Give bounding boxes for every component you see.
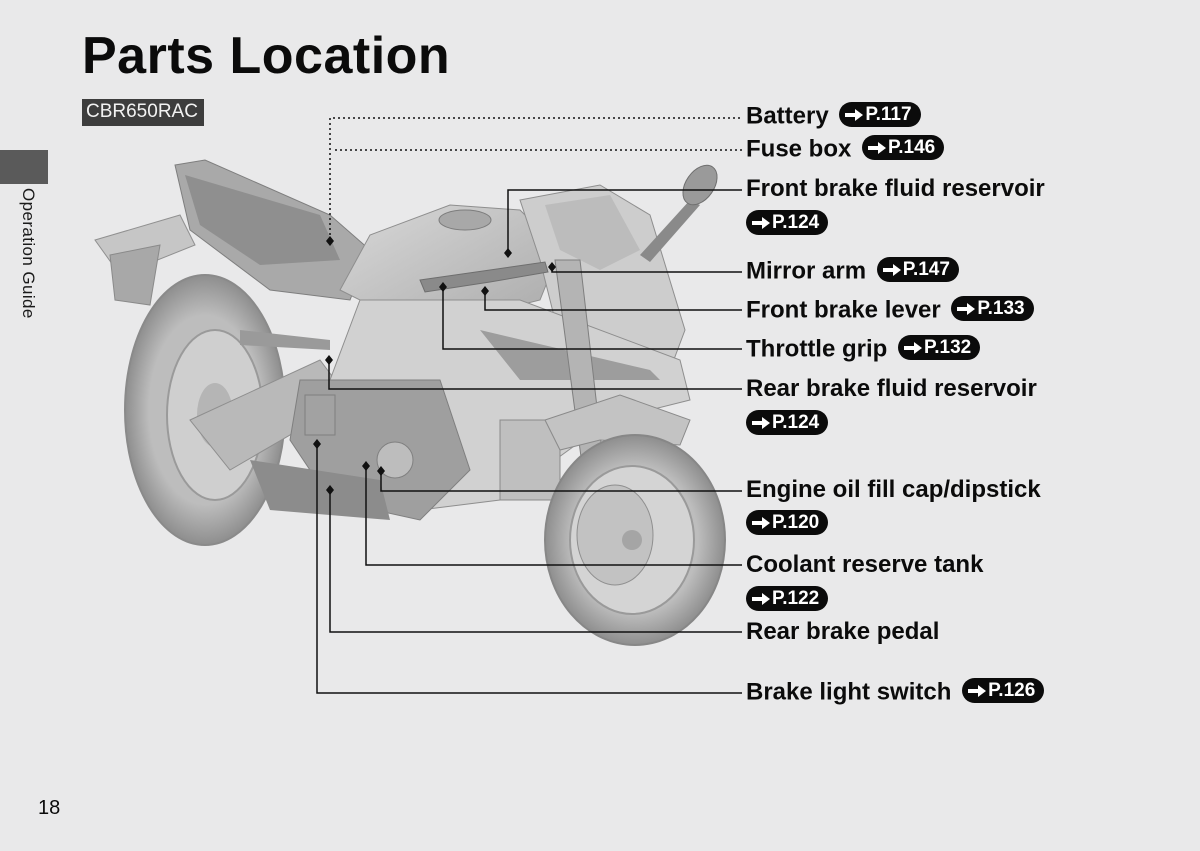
callout-engine-oil-fill-cap-ref: P.120 xyxy=(746,510,829,539)
page-reference-text: P.120 xyxy=(772,511,820,533)
model-badge: CBR650RAC xyxy=(82,99,204,126)
callout-front-brake-fluid-reservoir-ref: P.124 xyxy=(746,210,829,239)
callout-label: Fuse box xyxy=(746,135,852,163)
page-reference-arrow-icon xyxy=(752,516,770,529)
page-reference-arrow-icon xyxy=(752,216,770,229)
page-reference-text: P.146 xyxy=(888,136,936,158)
page-reference-link[interactable]: P.124 xyxy=(746,210,829,235)
page-reference-link[interactable]: P.132 xyxy=(898,335,981,360)
page-reference-link[interactable]: P.147 xyxy=(876,257,959,282)
callout-rear-brake-fluid-reservoir-ref: P.124 xyxy=(746,410,829,439)
callout-label: Throttle grip xyxy=(746,335,888,363)
page-number: 18 xyxy=(38,797,61,819)
callout-rear-brake-pedal: Rear brake pedal xyxy=(746,618,939,646)
callout-label: Front brake fluid reservoir xyxy=(746,175,1045,202)
page-reference-link[interactable]: P.133 xyxy=(951,296,1034,321)
page-reference-text: P.132 xyxy=(924,336,972,358)
page-reference-link[interactable]: P.126 xyxy=(962,678,1045,703)
page-reference-link[interactable]: P.146 xyxy=(862,135,945,160)
page-reference-arrow-icon xyxy=(904,341,922,354)
page-reference-link[interactable]: P.117 xyxy=(839,102,921,127)
page-reference-link[interactable]: P.120 xyxy=(746,510,829,535)
callout-brake-light-switch: Brake light switch P.126 xyxy=(746,678,1045,707)
callout-front-brake-lever: Front brake lever P.133 xyxy=(746,296,1034,325)
callout-label: Mirror arm xyxy=(746,257,867,285)
callout-label: Battery xyxy=(746,102,829,130)
callout-front-brake-fluid-reservoir: Front brake fluid reservoir xyxy=(746,175,1045,203)
page-reference-arrow-icon xyxy=(868,141,887,154)
page-reference-text: P.122 xyxy=(772,587,820,609)
page-reference-arrow-icon xyxy=(845,108,864,121)
callout-throttle-grip: Throttle grip P.132 xyxy=(746,335,981,364)
callout-label: Rear brake fluid reservoir xyxy=(746,375,1037,402)
page-reference-arrow-icon xyxy=(882,263,901,276)
callout-label: Brake light switch xyxy=(746,678,952,706)
page-reference-text: P.124 xyxy=(772,411,820,433)
page-reference-text: P.147 xyxy=(902,258,950,280)
page-reference-text: P.124 xyxy=(772,211,820,233)
page-title: Parts Location xyxy=(82,27,451,85)
page-reference-text: P.133 xyxy=(977,297,1025,319)
page-reference-arrow-icon xyxy=(752,416,770,429)
page-reference-text: P.126 xyxy=(988,679,1036,701)
page-reference-link[interactable]: P.122 xyxy=(746,586,829,611)
page-reference-text: P.117 xyxy=(865,103,912,125)
section-tab-marker xyxy=(0,150,48,184)
callout-coolant-reserve-tank-ref: P.122 xyxy=(746,586,829,615)
callout-label: Coolant reserve tank xyxy=(746,551,984,578)
callout-coolant-reserve-tank: Coolant reserve tank xyxy=(746,551,983,579)
page-reference-arrow-icon xyxy=(957,302,976,315)
page-reference-arrow-icon xyxy=(752,592,770,605)
callout-mirror-arm: Mirror arm P.147 xyxy=(746,257,959,286)
callout-engine-oil-fill-cap: Engine oil fill cap/dipstick xyxy=(746,476,1041,504)
callout-label: Engine oil fill cap/dipstick xyxy=(746,476,1041,503)
page-reference-link[interactable]: P.124 xyxy=(746,410,829,435)
callout-battery: Battery P.117 xyxy=(746,102,921,131)
callout-fuse-box: Fuse box P.146 xyxy=(746,135,945,164)
callout-rear-brake-fluid-reservoir: Rear brake fluid reservoir xyxy=(746,375,1037,403)
page-reference-arrow-icon xyxy=(968,684,987,697)
callout-label: Front brake lever xyxy=(746,296,941,324)
callout-label: Rear brake pedal xyxy=(746,618,940,645)
